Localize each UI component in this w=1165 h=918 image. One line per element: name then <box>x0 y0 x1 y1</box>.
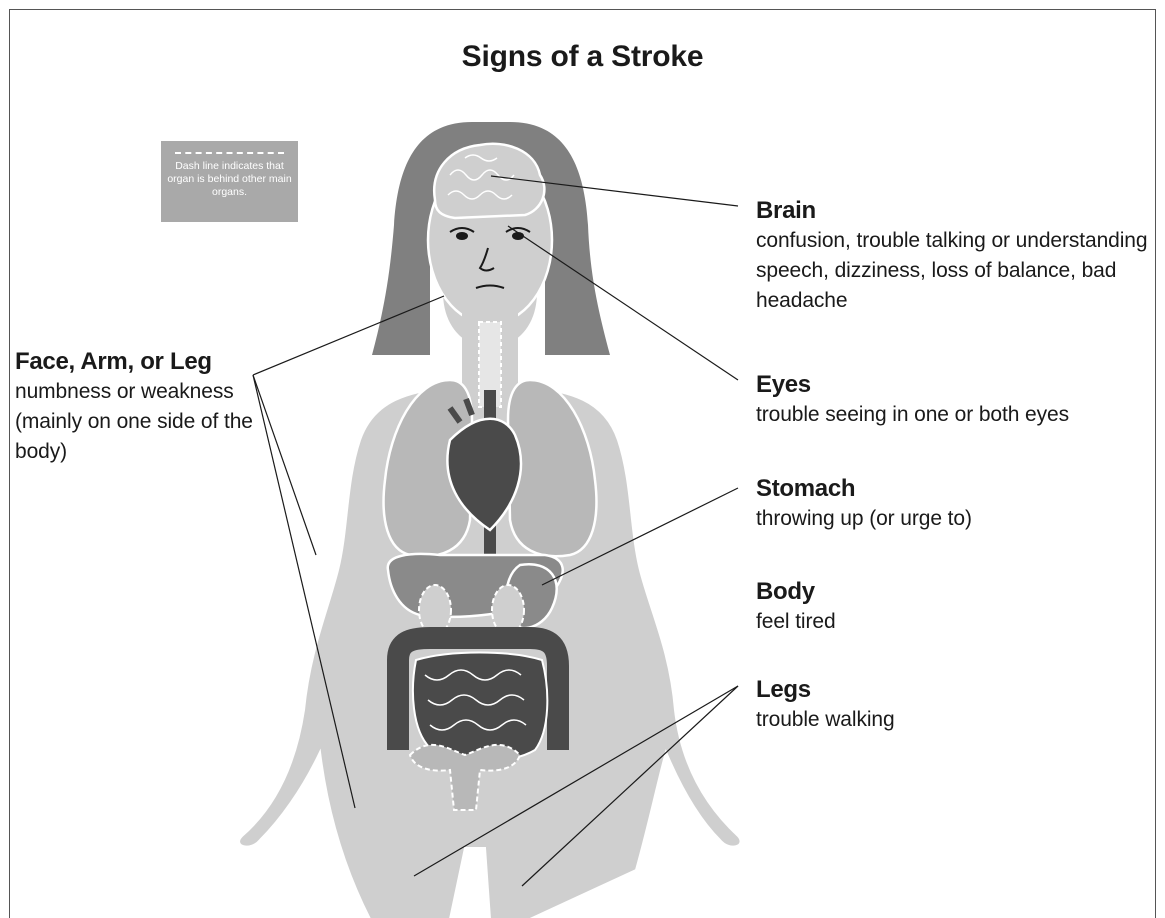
label-brain-heading: Brain <box>756 196 1156 226</box>
dash-line-sample <box>175 152 284 154</box>
label-body-description: feel tired <box>756 607 1156 637</box>
label-legs: Legs trouble walking <box>756 675 1156 735</box>
label-eyes-description: trouble seeing in one or both eyes <box>756 400 1156 430</box>
label-face-heading: Face, Arm, or Leg <box>15 347 265 377</box>
label-brain: Brain confusion, trouble talking or unde… <box>756 196 1156 316</box>
label-brain-description: confusion, trouble talking or understand… <box>756 226 1156 316</box>
legend-box: Dash line indicates that organ is behind… <box>161 141 298 222</box>
legend-text: Dash line indicates that organ is behind… <box>167 160 292 199</box>
label-stomach-description: throwing up (or urge to) <box>756 504 1156 534</box>
label-face-description: numbness or weakness (mainly on one side… <box>15 377 265 467</box>
label-body-heading: Body <box>756 577 1156 607</box>
label-legs-heading: Legs <box>756 675 1156 705</box>
diagram-frame: Signs of a Stroke Dash line indicates th… <box>9 9 1156 918</box>
label-stomach-heading: Stomach <box>756 474 1156 504</box>
label-body: Body feel tired <box>756 577 1156 637</box>
label-stomach: Stomach throwing up (or urge to) <box>756 474 1156 534</box>
label-face-arm-leg: Face, Arm, or Leg numbness or weakness (… <box>15 347 265 467</box>
label-eyes-heading: Eyes <box>756 370 1156 400</box>
page-title: Signs of a Stroke <box>10 40 1155 74</box>
label-eyes: Eyes trouble seeing in one or both eyes <box>756 370 1156 430</box>
label-legs-description: trouble walking <box>756 705 1156 735</box>
